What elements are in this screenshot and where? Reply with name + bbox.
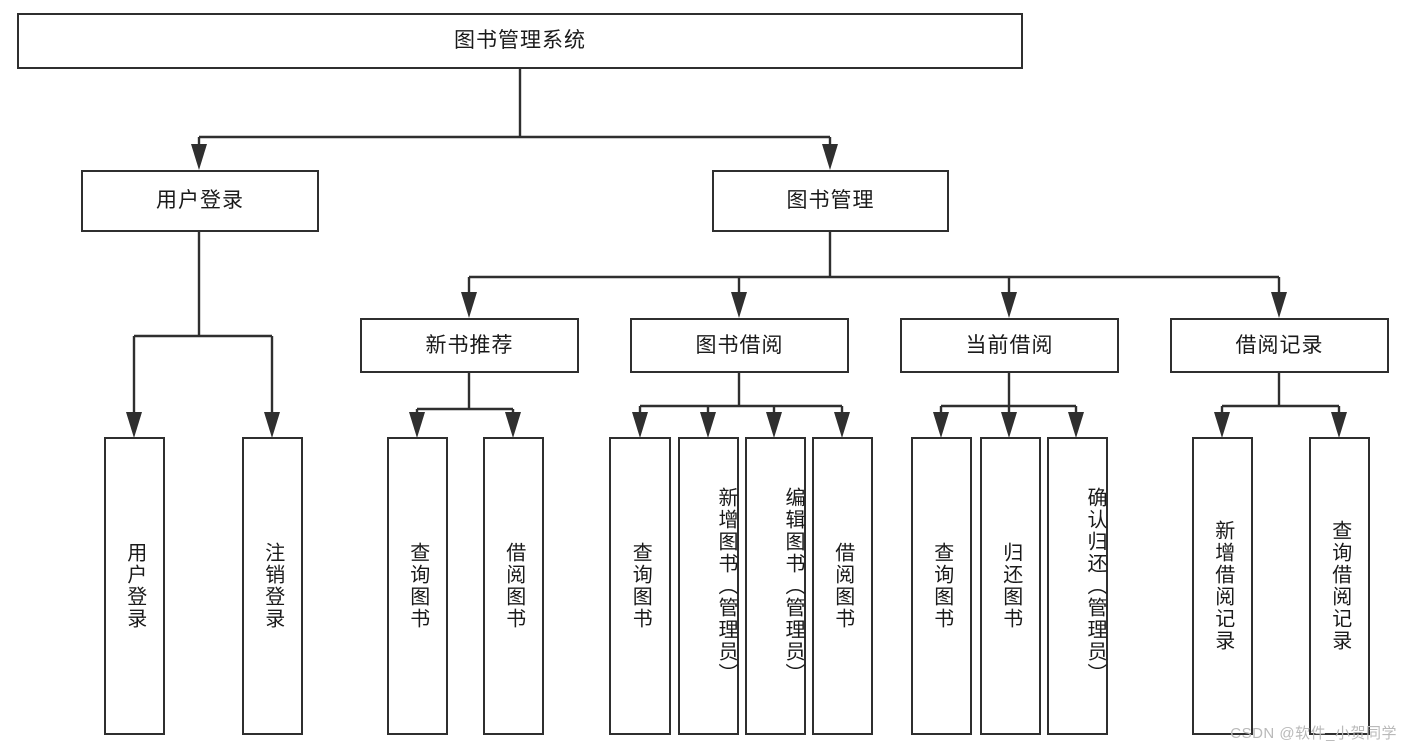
leaf-current-borrow-query[interactable]: 查询图书 bbox=[911, 437, 972, 735]
node-label: 图书管理系统 bbox=[454, 29, 586, 53]
node-label: 借阅记录 bbox=[1235, 333, 1324, 357]
node-new-book-recommend[interactable]: 新书推荐 bbox=[360, 318, 579, 373]
leaf-current-borrow-confirm-return[interactable]: 确认归还（管理员） bbox=[1047, 437, 1108, 735]
node-current-borrow[interactable]: 当前借阅 bbox=[900, 318, 1119, 373]
node-label: 借阅图书 bbox=[831, 542, 854, 630]
leaf-new-book-query[interactable]: 查询图书 bbox=[387, 437, 448, 735]
leaf-book-borrow-add[interactable]: 新增图书（管理员） bbox=[678, 437, 739, 735]
node-root-system[interactable]: 图书管理系统 bbox=[17, 13, 1023, 69]
node-label: 新增图书（管理员） bbox=[715, 487, 737, 685]
node-label: 查询图书 bbox=[930, 542, 953, 630]
leaf-current-borrow-return[interactable]: 归还图书 bbox=[980, 437, 1041, 735]
node-label: 查询图书 bbox=[629, 542, 652, 630]
leaf-book-borrow-edit[interactable]: 编辑图书（管理员） bbox=[745, 437, 806, 735]
node-label: 用户登录 bbox=[123, 542, 146, 630]
leaf-book-borrow-borrow[interactable]: 借阅图书 bbox=[812, 437, 873, 735]
leaf-book-borrow-query[interactable]: 查询图书 bbox=[609, 437, 671, 735]
node-borrow-record[interactable]: 借阅记录 bbox=[1170, 318, 1389, 373]
node-label: 归还图书 bbox=[999, 542, 1022, 630]
node-label: 用户登录 bbox=[156, 189, 244, 213]
node-label: 查询借阅记录 bbox=[1328, 520, 1351, 652]
leaf-borrow-record-query[interactable]: 查询借阅记录 bbox=[1309, 437, 1370, 735]
node-label: 图书管理 bbox=[786, 189, 875, 213]
node-book-borrow[interactable]: 图书借阅 bbox=[630, 318, 849, 373]
node-label: 注销登录 bbox=[261, 542, 284, 630]
leaf-user-login-login[interactable]: 用户登录 bbox=[104, 437, 165, 735]
node-label: 借阅图书 bbox=[502, 542, 525, 630]
leaf-borrow-record-add[interactable]: 新增借阅记录 bbox=[1192, 437, 1253, 735]
node-label: 编辑图书（管理员） bbox=[782, 487, 804, 685]
node-label: 新书推荐 bbox=[425, 333, 514, 357]
node-user-login[interactable]: 用户登录 bbox=[81, 170, 319, 232]
node-label: 图书借阅 bbox=[695, 333, 784, 357]
node-label: 查询图书 bbox=[406, 542, 429, 630]
leaf-new-book-borrow[interactable]: 借阅图书 bbox=[483, 437, 544, 735]
node-book-management[interactable]: 图书管理 bbox=[712, 170, 949, 232]
watermark-text: CSDN @软件_小贺同学 bbox=[1230, 725, 1397, 742]
leaf-user-login-logout[interactable]: 注销登录 bbox=[242, 437, 303, 735]
node-label: 当前借阅 bbox=[965, 333, 1054, 357]
node-label: 新增借阅记录 bbox=[1211, 520, 1234, 652]
node-label: 确认归还（管理员） bbox=[1084, 487, 1106, 685]
